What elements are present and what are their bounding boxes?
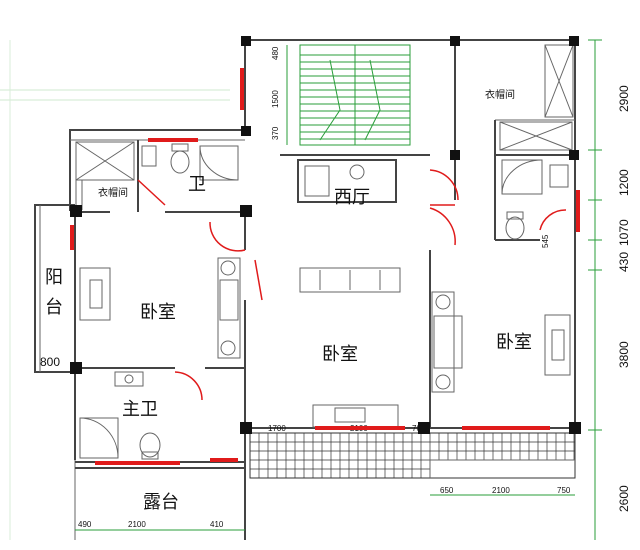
room-balcony-tai: 台 <box>45 297 63 318</box>
dim-small-545: 545 <box>541 234 550 248</box>
balcony-left <box>34 204 75 373</box>
wardrobe-top-right <box>499 44 574 151</box>
bedroom-right-furniture <box>431 291 571 393</box>
dim-right-bottom-2100: 2100 <box>492 486 510 495</box>
room-west-hall: 西厅 <box>334 187 370 208</box>
staircase <box>286 44 411 146</box>
small-bath-fixtures <box>141 143 239 181</box>
structural-columns <box>70 36 581 434</box>
room-terrace: 露台 <box>143 492 179 513</box>
dim-right-1200: 1200 <box>617 169 631 196</box>
bedroom-center-furniture <box>299 267 401 428</box>
dim-right-2900: 2900 <box>617 85 631 112</box>
right-bathroom-fixtures <box>501 159 569 240</box>
bedroom-left-furniture <box>79 257 241 359</box>
room-bath-small: 卫 <box>188 174 206 195</box>
room-wardrobe-left: 衣帽间 <box>98 186 128 199</box>
doors <box>137 169 567 401</box>
right-dimension-lines <box>588 39 602 540</box>
room-bedroom-center: 卧室 <box>322 344 358 365</box>
dim-right-bottom-650: 650 <box>440 486 454 495</box>
dim-stair-370: 370 <box>271 126 280 140</box>
dim-right-2600: 2600 <box>617 485 631 512</box>
dim-balcony-800: 800 <box>40 355 60 369</box>
room-master-bath: 主卫 <box>122 399 158 420</box>
room-balcony-yang: 阳 <box>45 267 63 288</box>
west-hall-counter <box>297 159 397 203</box>
dim-right-bottom-750: 750 <box>557 486 571 495</box>
windows <box>70 68 580 465</box>
room-wardrobe-top: 衣帽间 <box>485 88 515 101</box>
master-bath-fixtures <box>79 371 161 460</box>
dim-terrace-410: 410 <box>210 520 224 529</box>
dim-stair-480: 480 <box>271 46 280 60</box>
dim-stair-1500: 1500 <box>271 90 280 108</box>
left-guide-lines <box>0 40 230 540</box>
left-wardrobe <box>75 141 135 210</box>
dim-right-1070: 1070 <box>617 219 631 246</box>
dim-wall-1700: 1700 <box>268 424 286 433</box>
dim-terrace-490: 490 <box>78 520 92 529</box>
tile-terrace <box>249 432 576 479</box>
dim-terrace-2100: 2100 <box>128 520 146 529</box>
room-bedroom-right: 卧室 <box>496 332 532 353</box>
dim-right-430: 430 <box>617 252 631 272</box>
dim-right-3800: 3800 <box>617 341 631 368</box>
terrace <box>75 467 246 540</box>
room-bedroom-left: 卧室 <box>140 302 176 323</box>
